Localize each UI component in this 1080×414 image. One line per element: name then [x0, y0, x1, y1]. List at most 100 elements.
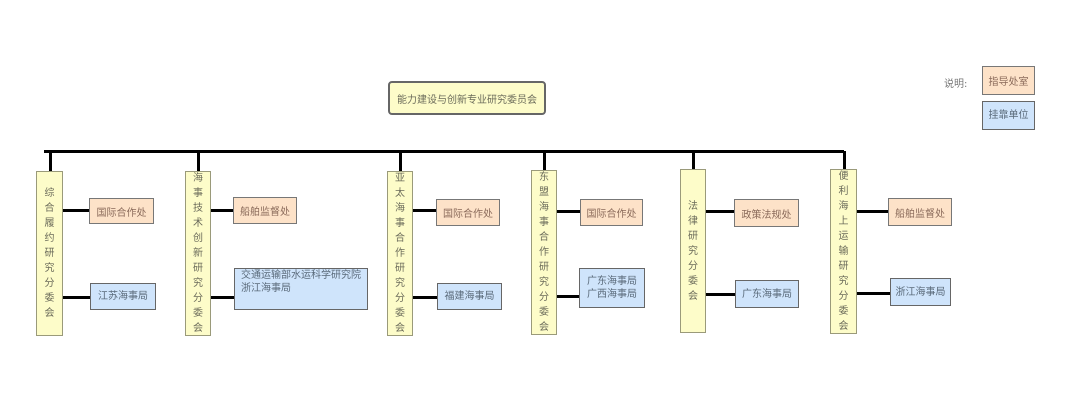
host-connector-line	[557, 295, 579, 298]
host-connector-line	[706, 293, 735, 296]
committee-label-char: 上	[838, 216, 849, 227]
committee-label-char: 约	[44, 233, 55, 244]
committee-label-char: 法	[688, 200, 698, 212]
legend-host-label: 挂靠单位	[988, 110, 1029, 121]
committee-label-char: 会	[395, 323, 405, 334]
committee-label-char: 海	[539, 202, 549, 213]
guide-connector-line	[211, 209, 233, 212]
guide-office-label: 国际合作处	[586, 209, 637, 220]
host-unit-label: 江苏海事局	[98, 291, 148, 302]
committee-drop-line	[843, 151, 846, 169]
committee-label-char: 海	[838, 201, 849, 212]
committee-label-char: 会	[44, 308, 55, 319]
host-connector-line	[211, 296, 234, 299]
committee-label-char: 综	[44, 188, 55, 199]
guide-office-label: 政策法规处	[741, 209, 792, 221]
guide-office-label: 船舶监督处	[240, 207, 290, 218]
legend-guide-label: 指导处室	[988, 77, 1029, 88]
main-bus-line	[44, 150, 844, 153]
committee-label-char: 研	[44, 248, 55, 259]
host-unit-label: 广东海事局	[742, 288, 792, 300]
committee-drop-line	[543, 151, 546, 170]
committee-node: 亚太海事合作研究分委会	[387, 171, 413, 336]
host-unit-node: 广东海事局广西海事局	[579, 268, 645, 308]
committee-label-char: 合	[395, 233, 405, 244]
guide-office-node: 国际合作处	[580, 199, 643, 226]
committee-label-char: 利	[838, 186, 849, 197]
committee-drop-line	[49, 151, 52, 171]
guide-office-label: 国际合作处	[443, 209, 493, 220]
committee-label-char: 研	[193, 263, 203, 274]
committee-label-char: 委	[688, 275, 698, 287]
committee-label-char: 委	[44, 293, 55, 304]
committee-drop-line	[197, 151, 200, 171]
committee-label-char: 分	[838, 291, 849, 302]
committee-label-char: 新	[193, 248, 203, 259]
committee-label-char: 究	[395, 278, 405, 289]
root-committee-node: 能力建设与创新专业研究委员会	[388, 81, 546, 115]
host-unit-label: 交通运输部水运科学研究院	[241, 270, 361, 281]
committee-label-char: 技	[193, 203, 203, 214]
committee-label-char: 便	[838, 171, 849, 182]
host-unit-node: 浙江海事局	[890, 278, 951, 306]
committee-label-char: 会	[539, 322, 549, 333]
committee-label-char: 会	[838, 321, 849, 332]
host-unit-label: 广东海事局	[587, 276, 637, 287]
committee-label-char: 委	[539, 307, 549, 318]
committee-label-char: 履	[44, 218, 55, 229]
committee-label-char: 分	[539, 292, 549, 303]
committee-node: 便利海上运输研究分委会	[830, 169, 857, 334]
committee-label-char: 合	[44, 203, 55, 214]
guide-office-label: 国际合作处	[96, 207, 147, 219]
committee-label-char: 会	[193, 323, 203, 334]
legend-host-swatch: 挂靠单位	[982, 101, 1035, 130]
committee-label-char: 亚	[395, 173, 405, 184]
committee-drop-line	[399, 151, 402, 171]
host-unit-label: 浙江海事局	[241, 283, 291, 294]
host-connector-line	[63, 296, 90, 299]
host-unit-node: 广东海事局	[735, 280, 799, 308]
guide-office-node: 政策法规处	[734, 199, 799, 227]
committee-label-char: 事	[539, 217, 549, 228]
committee-label-char: 研	[395, 263, 405, 274]
committee-label-char: 事	[395, 218, 405, 229]
committee-drop-line	[692, 151, 695, 169]
guide-connector-line	[857, 210, 888, 213]
committee-label-char: 分	[688, 260, 698, 272]
guide-connector-line	[63, 209, 89, 212]
committee-label-char: 究	[688, 245, 698, 257]
committee-label-char: 究	[838, 276, 849, 287]
committee-label-char: 究	[539, 277, 549, 288]
committee-node: 综合履约研究分委会	[36, 171, 63, 336]
committee-label-char: 委	[838, 306, 849, 317]
committee-label-char: 分	[193, 293, 203, 304]
guide-office-node: 船舶监督处	[888, 198, 952, 226]
committee-label-char: 分	[395, 293, 405, 304]
legend-guide-swatch: 指导处室	[982, 66, 1035, 95]
committee-label-char: 术	[193, 218, 203, 229]
committee-label-char: 研	[539, 262, 549, 273]
guide-connector-line	[557, 210, 580, 213]
committee-label-char: 究	[193, 278, 203, 289]
committee-label-char: 究	[44, 263, 55, 274]
committee-label-char: 合	[539, 232, 549, 243]
committee-label-char: 海	[193, 173, 203, 184]
root-committee-label: 能力建设与创新专业研究委员会	[397, 94, 537, 106]
committee-label-char: 事	[193, 188, 203, 199]
committee-label-char: 运	[838, 231, 849, 242]
committee-label-char: 作	[539, 247, 549, 258]
committee-node: 东盟海事合作研究分委会	[531, 170, 557, 335]
committee-label-char: 会	[688, 290, 698, 302]
guide-office-node: 国际合作处	[89, 198, 154, 224]
committee-label-char: 创	[193, 233, 203, 244]
committee-label-char: 作	[395, 248, 405, 259]
host-unit-label: 广西海事局	[587, 289, 637, 300]
guide-office-label: 船舶监督处	[895, 208, 945, 220]
legend-title: 说明:	[944, 79, 968, 90]
host-connector-line	[413, 296, 437, 299]
committee-node: 海事技术创新研究分委会	[185, 171, 211, 336]
host-unit-node: 福建海事局	[437, 283, 502, 310]
committee-label-char: 东	[539, 172, 549, 183]
committee-label-char: 研	[838, 261, 849, 272]
committee-label-char: 律	[688, 215, 698, 227]
